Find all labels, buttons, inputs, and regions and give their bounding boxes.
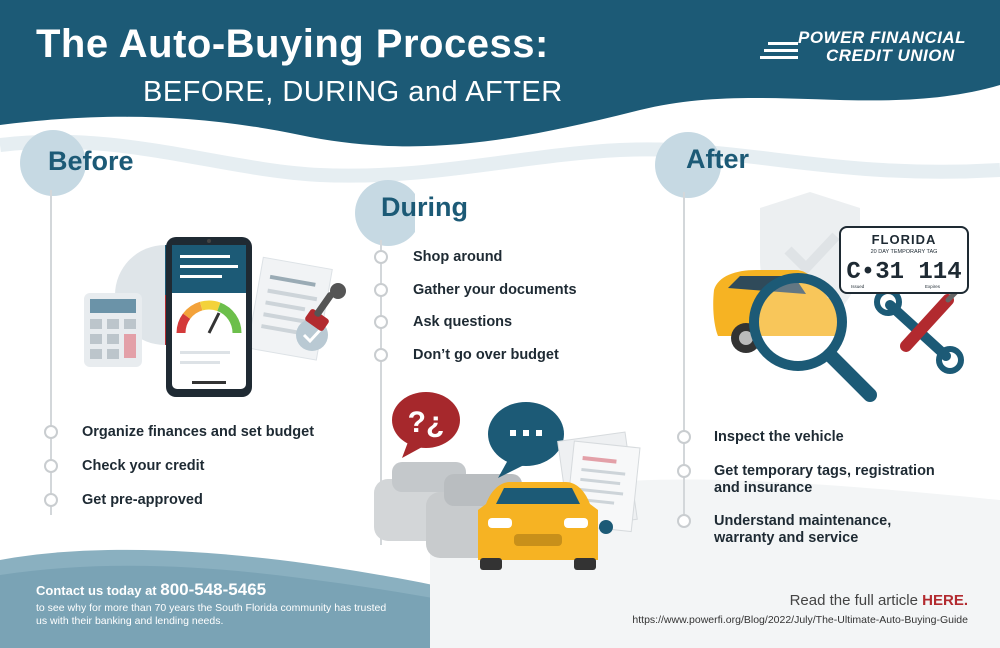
during-step-4: Don’t go over budget	[413, 347, 559, 363]
read-here-link[interactable]: HERE.	[922, 592, 968, 609]
read-prefix: Read the full article	[789, 592, 923, 609]
inspection-illustration	[713, 192, 967, 402]
contact-phone-link[interactable]: 800-548-5465	[160, 580, 267, 599]
during-step-3: Ask questions	[413, 314, 513, 330]
plate-state: FLORIDA	[872, 232, 937, 247]
plate-expires: Expires	[925, 284, 941, 289]
dealership-illustration: ?¿	[374, 392, 641, 570]
plate-caption: 20 DAY TEMPORARY TAG	[871, 249, 938, 255]
after-step-3-line-1: Understand maintenance,	[714, 513, 892, 529]
temporary-tag: FLORIDA 20 DAY TEMPORARY TAG C•31 114 Is…	[839, 226, 969, 294]
phase-after-heading: After	[686, 144, 750, 174]
contact-subtext: to see why for more than 70 years the So…	[36, 602, 387, 627]
page-title: The Auto-Buying Process:	[36, 22, 549, 66]
logo-line-1: POWER FINANCIAL	[798, 28, 967, 47]
plate-issued: Issued	[851, 284, 865, 289]
question-bubble-text: ?¿	[408, 406, 445, 439]
during-step-2: Gather your documents	[413, 282, 577, 298]
after-step-1: Inspect the vehicle	[714, 429, 844, 445]
finance-illustration	[84, 237, 346, 397]
contact-line: Contact us today at 800-548-5465	[36, 580, 266, 600]
after-timeline	[655, 132, 721, 528]
plate-number: C•31 114	[846, 259, 961, 286]
before-timeline	[20, 130, 86, 515]
contact-prefix: Contact us today at	[36, 583, 161, 598]
phase-during-heading: During	[381, 192, 468, 222]
after-step-2-line-2: and insurance	[714, 480, 813, 496]
after-step-2-line-1: Get temporary tags, registration	[714, 463, 935, 479]
logo-line-2: CREDIT UNION	[826, 46, 955, 65]
read-article-line: Read the full article HERE.	[790, 592, 968, 609]
temporary-tag-text: FLORIDA 20 DAY TEMPORARY TAG C•31 114 Is…	[846, 232, 961, 289]
phase-before-heading: Before	[48, 146, 134, 176]
during-step-1: Shop around	[413, 249, 503, 265]
before-step-3: Get pre-approved	[82, 492, 203, 508]
page-subtitle: BEFORE, DURING and AFTER	[143, 76, 563, 108]
logo-stripes-icon	[760, 42, 798, 59]
before-step-1: Organize finances and set budget	[82, 424, 315, 440]
after-step-3-line-2: warranty and service	[714, 530, 859, 546]
article-url-link[interactable]: https://www.powerfi.org/Blog/2022/July/T…	[632, 614, 968, 626]
before-step-2: Check your credit	[82, 458, 205, 474]
